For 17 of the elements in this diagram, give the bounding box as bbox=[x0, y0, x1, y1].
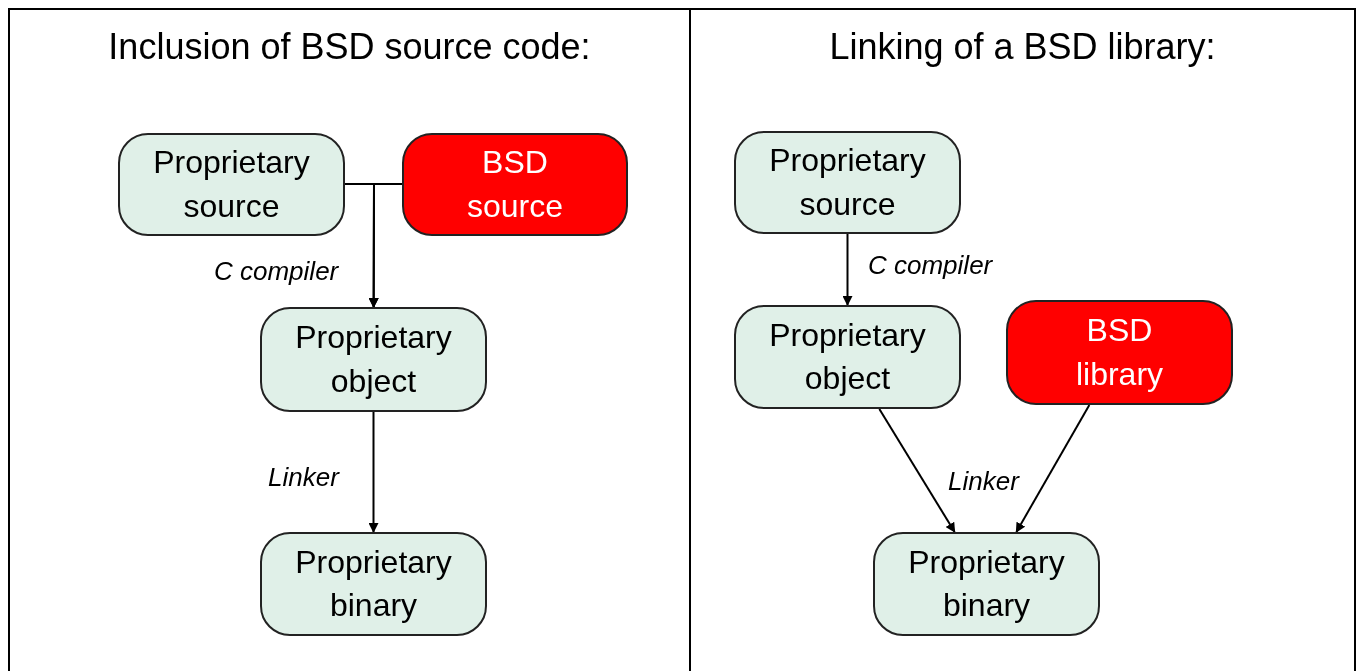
process-box: Proprietary object bbox=[734, 305, 961, 409]
process-box: Proprietary source bbox=[118, 133, 345, 236]
arrow bbox=[368, 183, 403, 308]
arrow bbox=[368, 411, 379, 533]
panel-title: Linking of a BSD library: bbox=[828, 26, 1217, 68]
arrow bbox=[842, 233, 853, 306]
panel bbox=[8, 8, 691, 671]
process-box: BSD library bbox=[1006, 300, 1233, 405]
arrow bbox=[878, 408, 956, 533]
arrow bbox=[1015, 404, 1091, 533]
process-box: Proprietary source bbox=[734, 131, 961, 234]
process-box: Proprietary binary bbox=[873, 532, 1100, 636]
process-box: Proprietary object bbox=[260, 307, 487, 412]
process-box: BSD source bbox=[402, 133, 628, 236]
process-box: Proprietary binary bbox=[260, 532, 487, 636]
panel-title: Inclusion of BSD source code: bbox=[107, 26, 592, 68]
panel bbox=[689, 8, 1356, 671]
